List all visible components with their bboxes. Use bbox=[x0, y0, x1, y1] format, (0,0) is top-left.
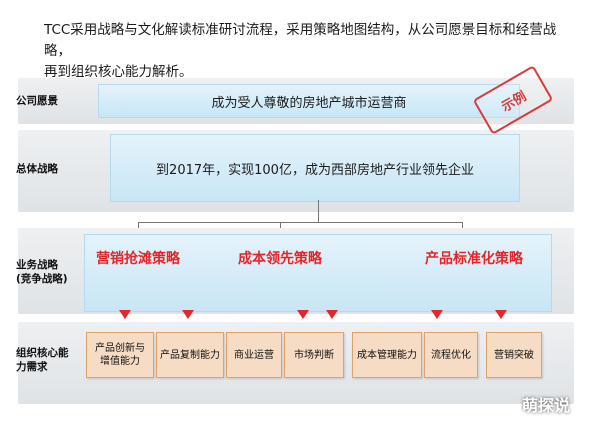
business-strategy-box bbox=[84, 234, 552, 312]
overall-strategy-label: 总体战略 bbox=[16, 163, 58, 175]
business-strategy-label-line-1: 业务战略 bbox=[16, 259, 58, 271]
arrow-down-icon bbox=[326, 310, 338, 319]
business-strategy-label-line-2: (竞争战略) bbox=[16, 273, 68, 285]
strategy-product-standardization: 产品标准化策略 bbox=[425, 251, 523, 267]
arrow-down-icon bbox=[119, 310, 131, 319]
capability-item-text: 流程优化 bbox=[431, 349, 471, 361]
capability-item-line-2: 增值能力 bbox=[100, 356, 140, 367]
intro-line-1: TCC采用战略与文化解读标准研讨流程，采用策略地图结构，从公司愿景目标和经营战略… bbox=[44, 22, 557, 59]
arrow-down-icon bbox=[495, 310, 507, 319]
capability-item-line-1: 产品创新与 bbox=[95, 343, 145, 354]
intro-text: TCC采用战略与文化解读标准研讨流程，采用策略地图结构，从公司愿景目标和经营战略… bbox=[44, 20, 564, 83]
capability-label: 组织核心能 力需求 bbox=[16, 346, 69, 374]
capability-item-text: 成本管理能力 bbox=[357, 349, 417, 361]
vision-box: 成为受人尊敬的房地产城市运营商 bbox=[98, 84, 520, 118]
capability-item-text: 商业运营 bbox=[234, 349, 274, 361]
strategy-marketing: 营销抢滩策略 bbox=[96, 251, 180, 267]
capability-item: 成本管理能力 bbox=[352, 332, 422, 378]
vision-text: 成为受人尊敬的房地产城市运营商 bbox=[211, 95, 407, 111]
capability-item-text: 营销突破 bbox=[494, 349, 534, 361]
business-strategy-label: 业务战略 (竞争战略) bbox=[16, 258, 68, 286]
capability-item: 产品创新与 增值能力 bbox=[86, 332, 154, 378]
capability-label-line-1: 组织核心能 bbox=[16, 347, 69, 359]
strategy-cost-leadership: 成本领先策略 bbox=[238, 251, 322, 267]
overall-strategy-box: 到2017年，实现100亿，成为西部房地产行业领先企业 bbox=[110, 134, 520, 202]
connector-vertical-main bbox=[318, 200, 319, 222]
capability-item: 商业运营 bbox=[226, 332, 282, 378]
capability-item: 市场判断 bbox=[284, 332, 344, 378]
capability-item-text: 产品复制能力 bbox=[160, 349, 220, 361]
vision-label: 公司愿景 bbox=[16, 95, 58, 107]
arrow-down-icon bbox=[297, 310, 309, 319]
arrow-down-icon bbox=[431, 310, 443, 319]
watermark: 萌探说 bbox=[522, 396, 571, 415]
capability-item: 营销突破 bbox=[486, 332, 542, 378]
connector-horizontal bbox=[138, 222, 462, 223]
capability-item: 流程优化 bbox=[424, 332, 478, 378]
capability-item: 产品复制能力 bbox=[156, 332, 224, 378]
intro-line-2: 再到组织核心能力解析。 bbox=[44, 64, 193, 80]
capability-label-line-2: 力需求 bbox=[16, 361, 48, 373]
capability-item-text: 市场判断 bbox=[294, 349, 334, 361]
arrow-down-icon bbox=[182, 310, 194, 319]
overall-strategy-text: 到2017年，实现100亿，成为西部房地产行业领先企业 bbox=[156, 162, 474, 178]
example-stamp-text: 示例 bbox=[498, 88, 530, 115]
